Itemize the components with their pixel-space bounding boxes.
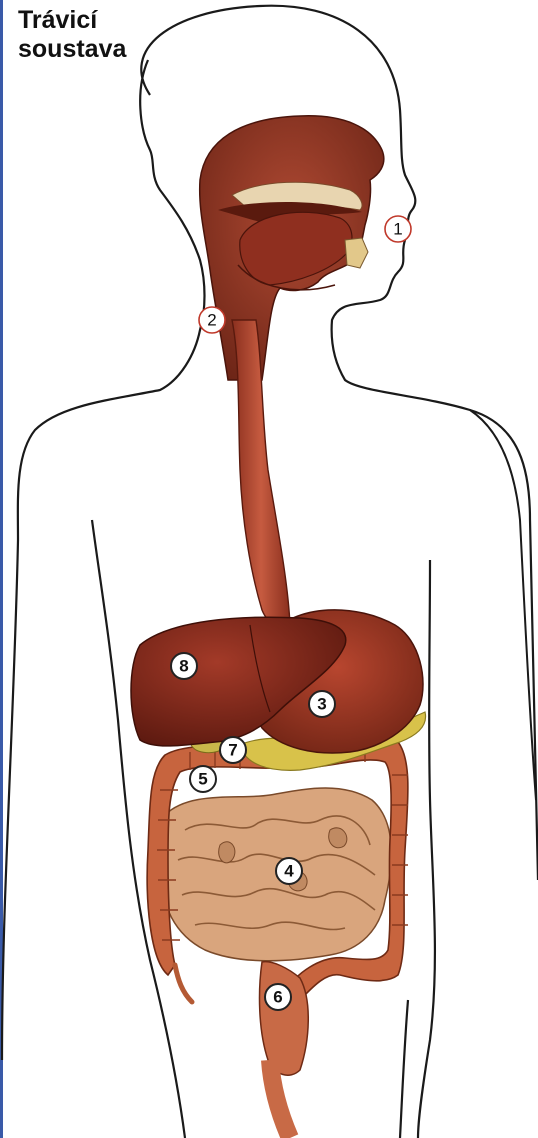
label-5-text: 5: [198, 770, 207, 789]
tongue: [240, 212, 352, 285]
label-3-text: 3: [317, 695, 326, 714]
right-arm-outline: [470, 410, 536, 800]
label-4-text: 4: [284, 862, 294, 881]
label-badge-7: 7: [220, 737, 246, 763]
label-badge-6: 6: [265, 984, 291, 1010]
appendix: [175, 965, 192, 1002]
label-8-text: 8: [179, 657, 188, 676]
label-badge-8: 8: [171, 653, 197, 679]
label-1-text: 1: [393, 220, 402, 239]
label-6-text: 6: [273, 988, 282, 1007]
label-7-text: 7: [228, 741, 237, 760]
label-2-text: 2: [207, 311, 216, 330]
label-badge-3: 3: [309, 691, 335, 717]
label-badge-1: 1: [385, 216, 411, 242]
label-badge-4: 4: [276, 858, 302, 884]
label-badge-2: 2: [199, 307, 225, 333]
label-badge-5: 5: [190, 766, 216, 792]
rectum: [260, 962, 309, 1076]
esophagus: [232, 320, 290, 627]
teeth: [345, 238, 368, 268]
